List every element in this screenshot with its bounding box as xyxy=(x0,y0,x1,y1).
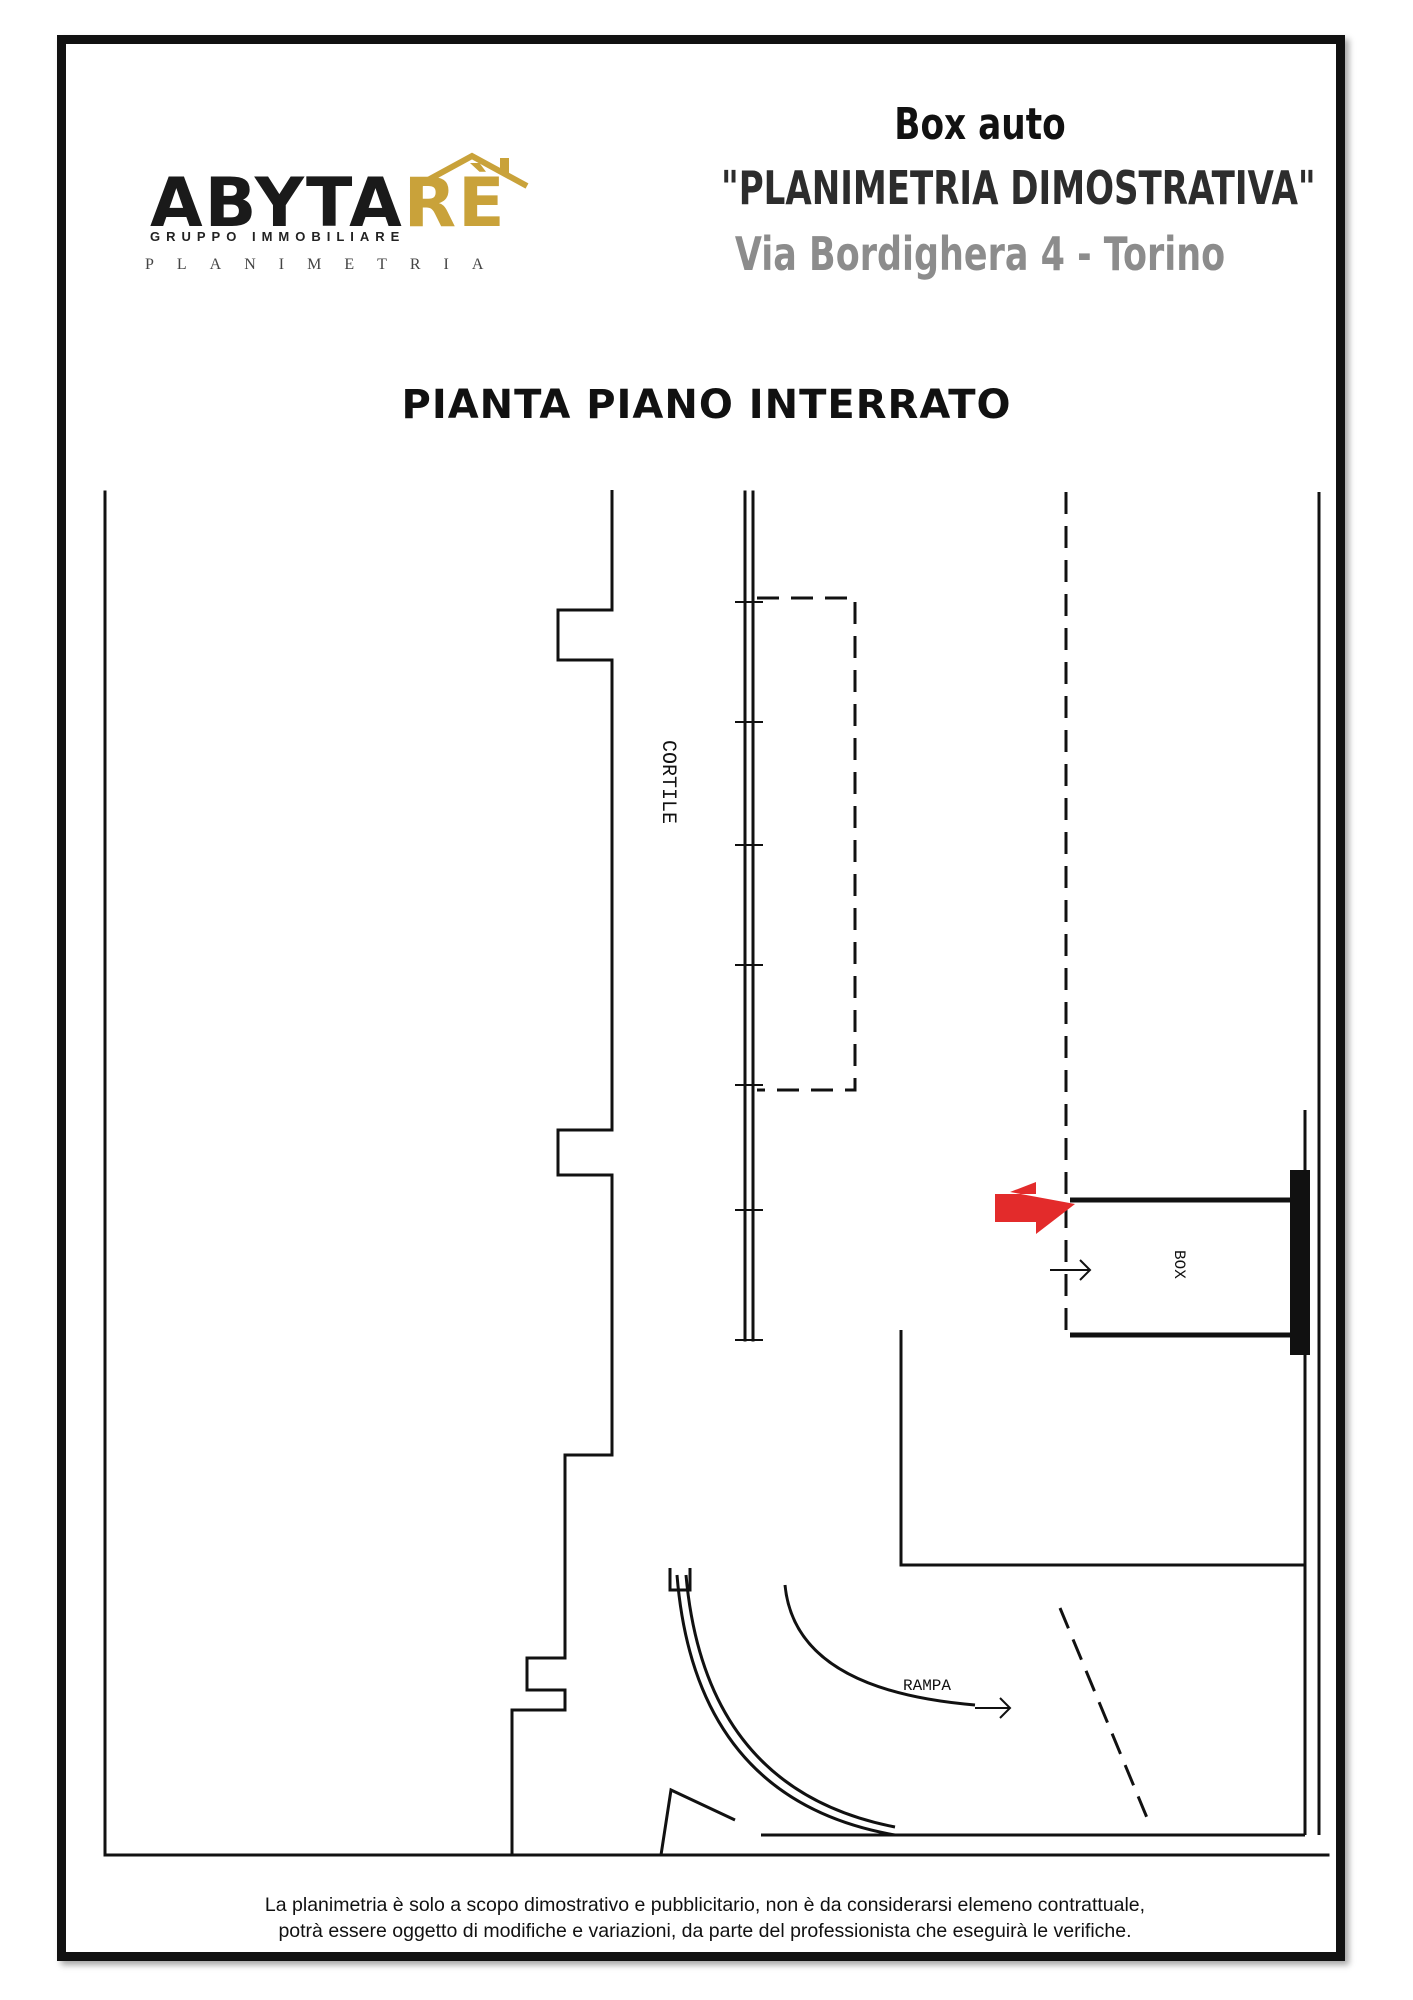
plan-ramp-arc xyxy=(783,1584,976,1707)
label-box: BOX xyxy=(1170,1250,1188,1279)
plan-building-outline xyxy=(510,490,614,1857)
section-title: PIANTA PIANO INTERRATO xyxy=(401,382,1012,428)
plan-dashed-area xyxy=(757,596,857,1092)
plan-box-back-wall xyxy=(1290,1170,1310,1355)
logo-wordmark-right: RÈ xyxy=(403,164,507,243)
roof-logo-icon xyxy=(415,152,529,189)
red-arrow-icon xyxy=(995,1182,1075,1234)
plan-ramp-diagonal xyxy=(1058,1607,1152,1826)
header-title-block: Box auto "PLANIMETRIA DIMOSTRATIVA" Via … xyxy=(630,95,1330,287)
label-rampa: RAMPA xyxy=(903,1677,951,1695)
logo-wordmark-mid: TA xyxy=(305,164,404,243)
title-line-2: "PLANIMETRIA DIMOSTRATIVA" xyxy=(721,161,1316,215)
page-frame xyxy=(57,35,1345,1961)
disclaimer-line-2: potrà essere oggetto di modifiche e vari… xyxy=(278,1920,1132,1942)
logo-subtitle: PLANIMETRIA xyxy=(145,256,507,273)
logo-wordmark: ABYTARÈ xyxy=(150,170,507,238)
company-logo: ABYTARÈ GRUPPO IMMOBILIARE PLANIMETRIA xyxy=(145,150,560,285)
label-cortile: CORTILE xyxy=(656,740,679,824)
floor-plan: CORTILE BOX RAMPA xyxy=(103,490,1330,1857)
plan-lower-block xyxy=(899,1330,1305,1567)
disclaimer: La planimetria è solo a scopo dimostrati… xyxy=(95,1892,1315,1944)
title-line-3: Via Bordighera 4 - Torino xyxy=(734,227,1226,281)
plan-ramp-curve xyxy=(675,1574,896,1837)
title-line-1: Box auto xyxy=(894,99,1066,150)
logo-wordmark-left: ABY xyxy=(150,164,306,243)
logo-tagline: GRUPPO IMMOBILIARE xyxy=(150,229,406,244)
disclaimer-line-1: La planimetria è solo a scopo dimostrati… xyxy=(264,1894,1146,1916)
